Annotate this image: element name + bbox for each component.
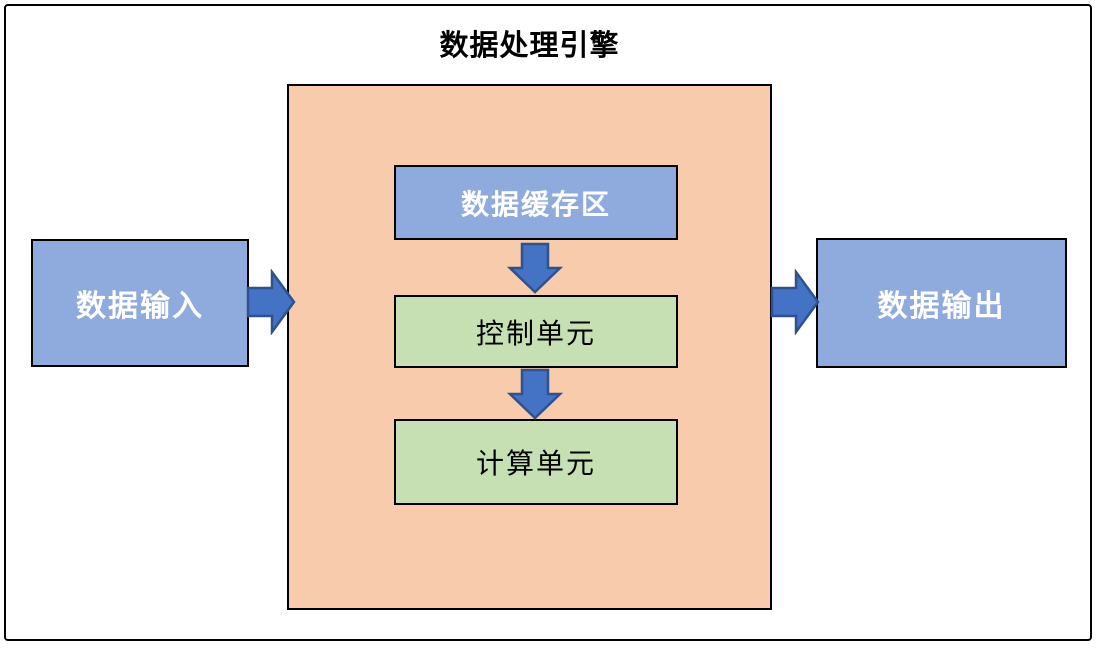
right-arrow-icon-input-to-engine xyxy=(246,269,296,335)
diagram-title: 数据处理引擎 xyxy=(439,30,620,62)
node-data-output: 数据输出 xyxy=(816,238,1067,368)
right-arrow-icon-engine-to-output xyxy=(770,269,820,335)
node-data-output-label: 数据输出 xyxy=(877,290,1006,323)
node-control-unit: 控制单元 xyxy=(394,295,678,368)
down-arrow-icon-control-to-compute xyxy=(507,368,563,420)
down-arrow-icon-buffer-to-control xyxy=(507,242,563,294)
node-data-buffer-label: 数据缓存区 xyxy=(460,188,611,220)
node-data-input: 数据输入 xyxy=(31,239,249,367)
node-data-buffer: 数据缓存区 xyxy=(394,165,678,240)
node-compute-unit-label: 计算单元 xyxy=(475,448,596,479)
node-control-unit-label: 控制单元 xyxy=(475,317,596,349)
node-compute-unit: 计算单元 xyxy=(394,419,678,505)
node-data-input-label: 数据输入 xyxy=(76,290,204,323)
